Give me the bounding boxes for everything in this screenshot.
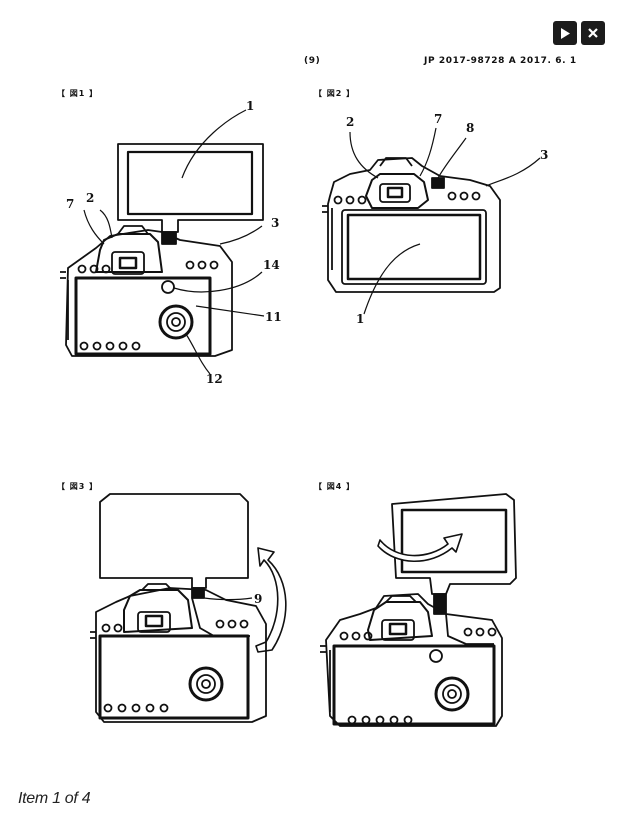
ref-3: 3 — [540, 148, 549, 162]
figure-4-label: 【 図4 】 — [314, 482, 356, 491]
close-icon — [588, 28, 598, 38]
ref-7: 7 — [434, 112, 443, 126]
viewer-toolbar — [553, 21, 605, 45]
figure-3-label: 【 図3 】 — [57, 482, 99, 491]
ref-3: 3 — [271, 216, 280, 230]
page-number: (9) — [304, 56, 321, 66]
ref-12: 12 — [206, 372, 223, 386]
ref-8: 8 — [466, 121, 475, 135]
publication-id: JP 2017-98728 A 2017. 6. 1 — [424, 56, 577, 66]
close-button[interactable] — [581, 21, 605, 45]
ref-2: 2 — [346, 115, 355, 129]
play-icon — [561, 27, 570, 39]
ref-14: 14 — [263, 258, 280, 272]
ref-7: 7 — [66, 197, 75, 211]
ref-9: 9 — [254, 592, 263, 606]
figure-2-label: 【 図2 】 — [314, 89, 356, 98]
ref-1: 1 — [246, 99, 255, 113]
ref-2: 2 — [86, 191, 95, 205]
play-button[interactable] — [553, 21, 577, 45]
item-counter: Item 1 of 4 — [18, 790, 91, 807]
ref-11: 11 — [265, 310, 282, 324]
figure-1-label: 【 図1 】 — [57, 89, 99, 98]
ref-1: 1 — [356, 312, 365, 326]
